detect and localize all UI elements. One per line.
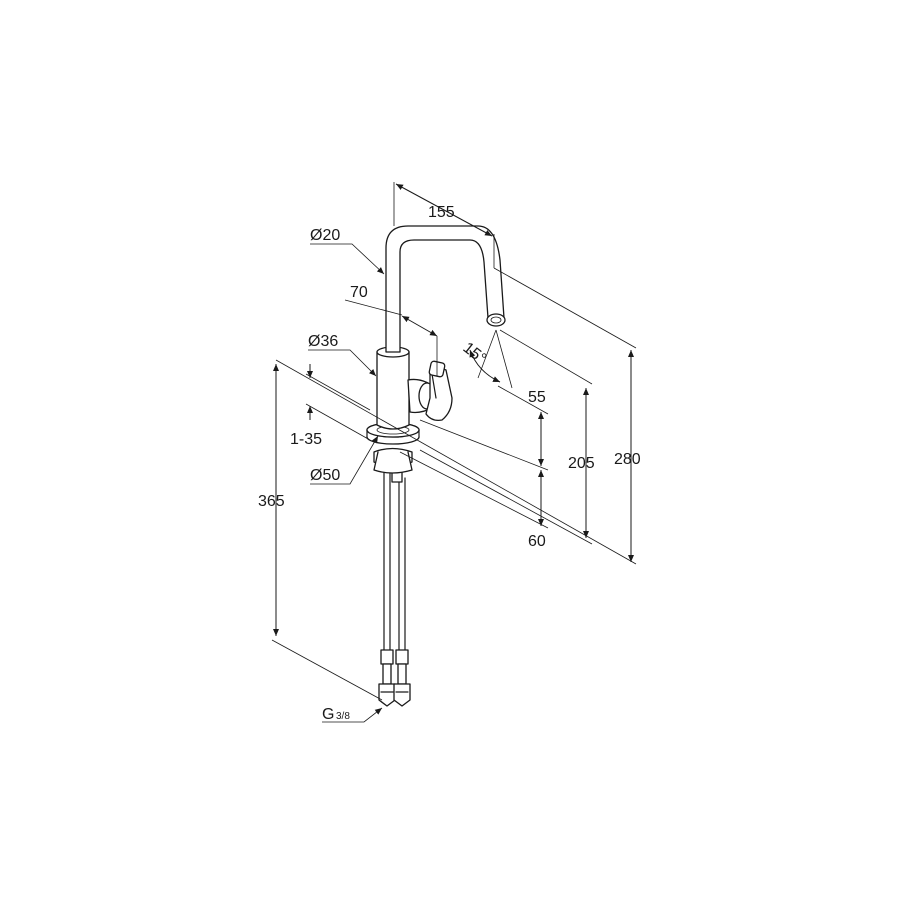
label-height-205: 205: [568, 455, 595, 472]
dim-spout-diameter: Ø20: [310, 227, 385, 275]
mounting-bracket: [373, 447, 413, 483]
label-base-diameter: Ø50: [310, 467, 340, 484]
label-spray-angle: 15°: [460, 339, 490, 367]
spout: [385, 225, 506, 353]
dim-base-height: 60: [399, 419, 549, 550]
dim-outlet-height: 55: [497, 385, 549, 466]
dim-height-205: 205: [419, 329, 595, 545]
label-body-diameter: Ø36: [308, 333, 338, 350]
label-thread-fraction: 3/8: [336, 711, 350, 722]
dim-spray-angle: 15°: [460, 329, 513, 389]
dim-hose-length: 365: [258, 364, 383, 701]
supply-hoses: [378, 469, 411, 707]
dim-spout-reach: 155: [393, 182, 495, 268]
label-base-height: 60: [528, 533, 546, 550]
dim-lever-offset: 70: [344, 284, 438, 376]
dim-thread: G 3/8: [322, 706, 383, 723]
dim-base-diameter: Ø50: [310, 435, 379, 485]
lever-handle: [425, 360, 453, 422]
dim-body-diameter: Ø36: [308, 333, 377, 377]
dim-deck-thickness: 1-35: [290, 364, 371, 448]
label-height-280: 280: [614, 451, 641, 468]
label-lever-offset: 70: [350, 284, 368, 301]
label-spout-reach: 155: [428, 204, 455, 221]
label-deck-thickness: 1-35: [290, 431, 322, 448]
faucet: [366, 225, 506, 707]
faucet-body: [376, 346, 436, 430]
dim-height-280: 280: [275, 267, 641, 565]
label-hose-length: 365: [258, 493, 285, 510]
label-spout-diameter: Ø20: [310, 227, 340, 244]
label-thread-main: G: [322, 706, 334, 723]
dimensions: 155 Ø20 70 Ø36 15° 5: [258, 182, 641, 723]
label-outlet-height: 55: [528, 389, 546, 406]
